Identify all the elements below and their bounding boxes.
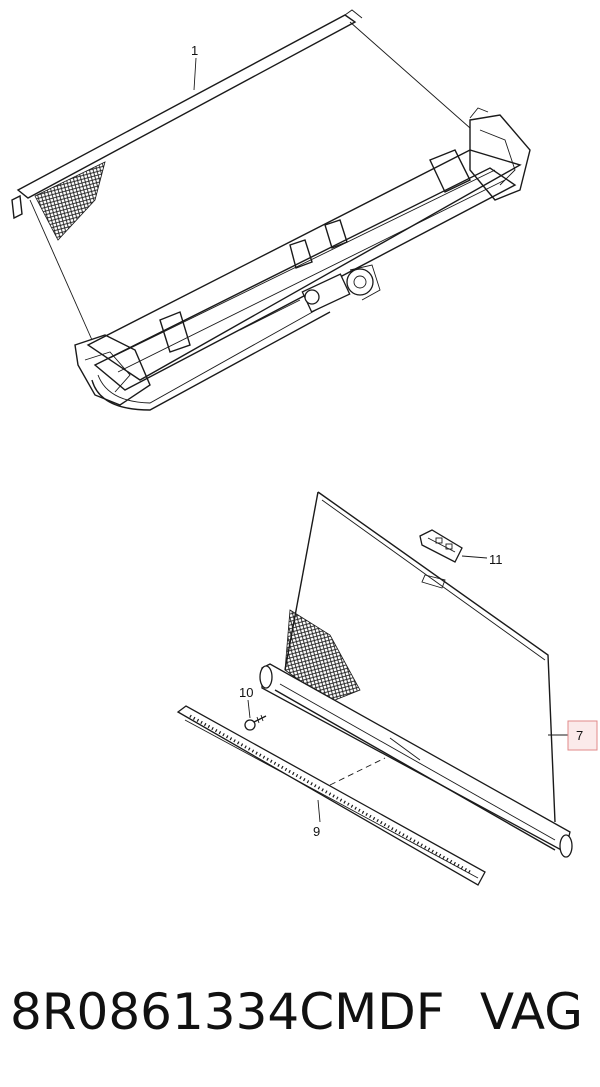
motor [301,264,381,313]
callout-7-highlight[interactable]: 7 [567,720,598,751]
mesh-patch-top [34,161,106,241]
callout-7: 7 [576,728,583,743]
part-number: 8R0861334CMDF [10,983,445,1041]
screw [244,714,267,731]
mesh-patch-bottom [284,609,361,703]
caption: 8R0861334CMDF VAG [10,972,595,1052]
callout-10: 10 [239,685,253,700]
connector-clip [419,529,463,563]
guide-rail [176,705,486,886]
callout-1: 1 [191,43,198,58]
sunblind-assembly-bottom [176,491,573,886]
callout-9: 9 [313,824,320,839]
brand-label: VAG [479,983,583,1041]
sunblind-assembly-top [11,9,531,411]
callout-11: 11 [489,552,503,567]
